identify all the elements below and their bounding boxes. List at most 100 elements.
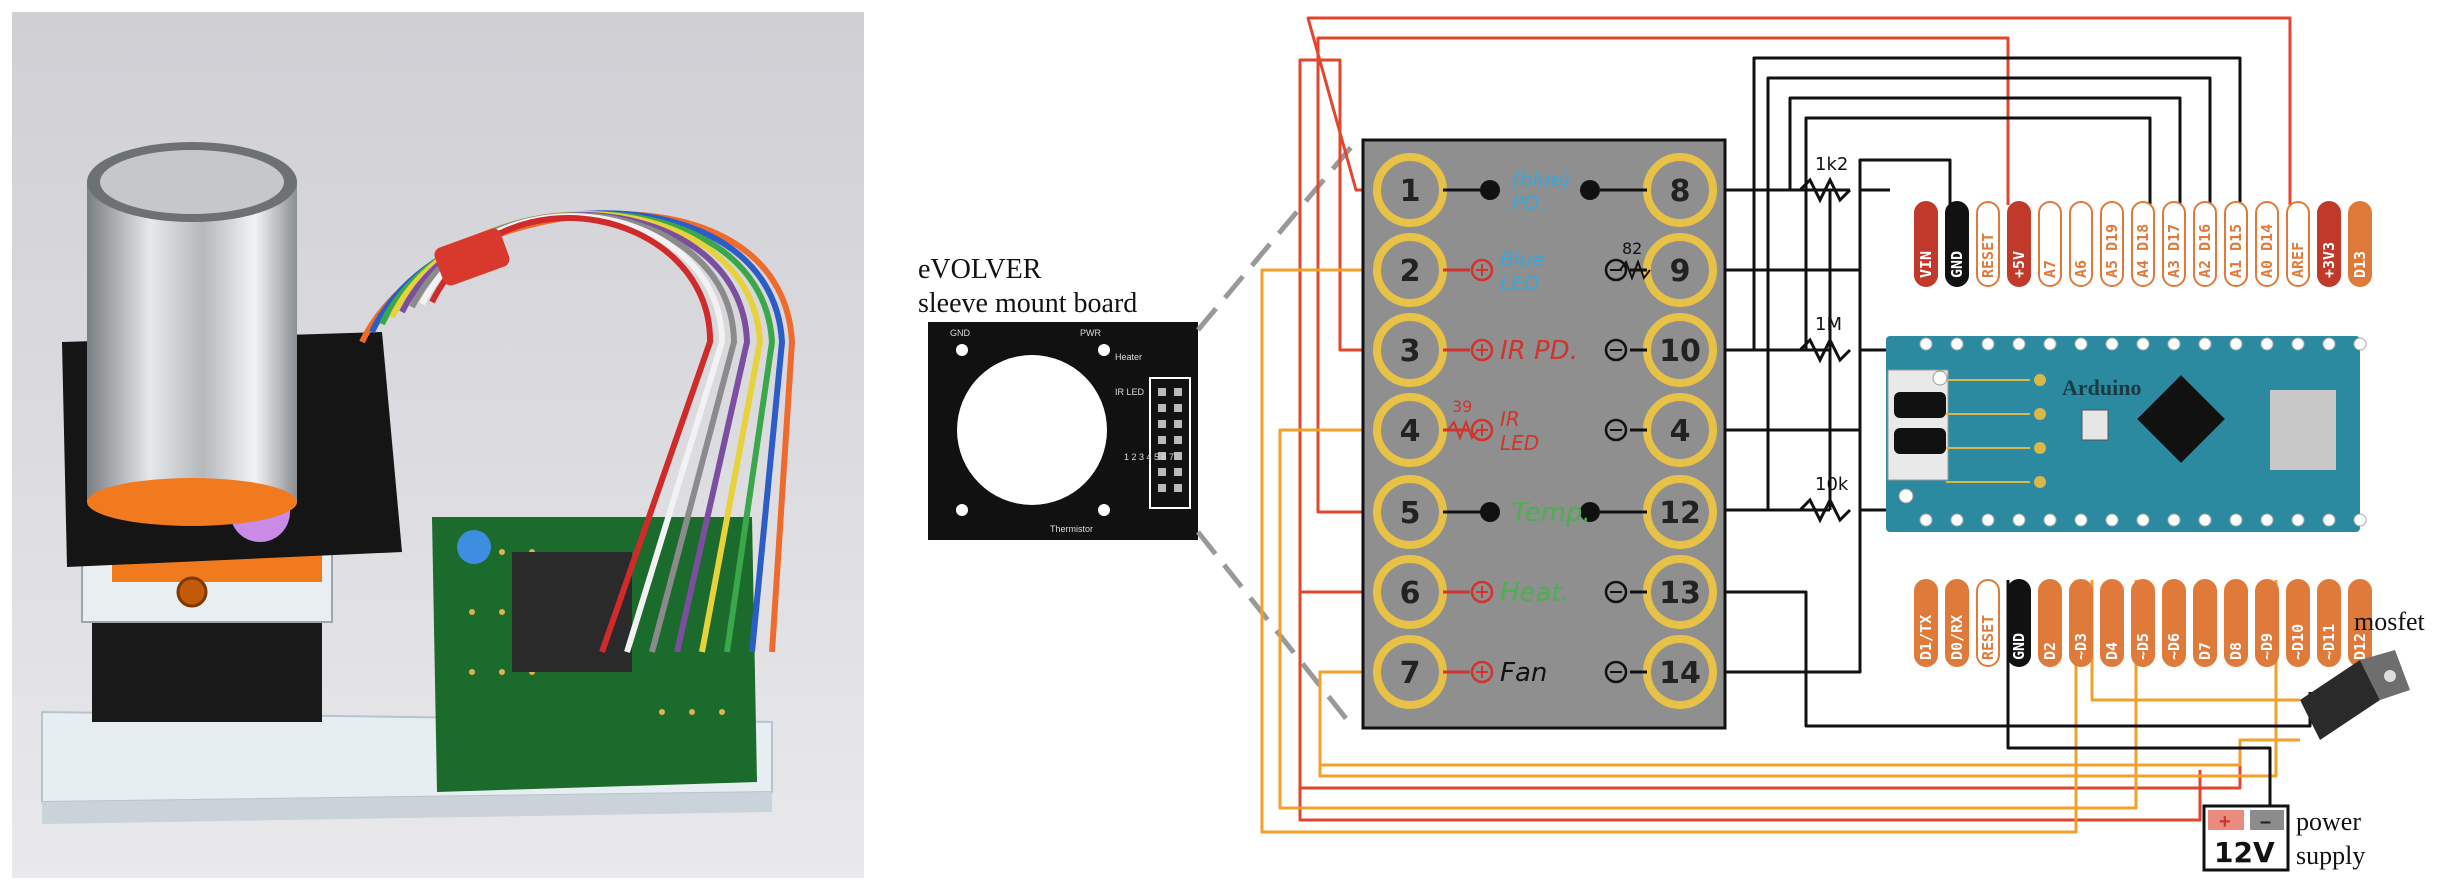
connector-pin-9-right: 9: [1643, 233, 1717, 307]
connector-pin-label: 4: [1670, 414, 1691, 449]
arduino-pin-label: GND: [2010, 633, 2028, 660]
connector-pin-2-left: 2: [1373, 233, 1447, 307]
resistor-10k: [1798, 496, 1852, 524]
arduino-pin-label: VIN: [1917, 251, 1935, 278]
resistor-label-82: 82: [1622, 239, 1642, 258]
connector-label: IR PD.: [1500, 336, 1578, 366]
connector-pin-label: 5: [1400, 496, 1421, 531]
arduino-pin-label: +3V3: [2320, 242, 2338, 278]
arduino-bottom-pin-d2: D2: [2038, 513, 2062, 667]
arduino-top-pin-a1-d15: A1 D15: [2224, 201, 2248, 351]
arduino-top-pin-gnd: GND: [1945, 201, 1969, 351]
connector-row-5: Temp.: [1443, 498, 1647, 528]
arduino-top-pin-a4-d18: A4 D18: [2131, 201, 2155, 351]
arduino-name: Arduino: [2062, 375, 2141, 400]
connector-pin-label: 4: [1400, 414, 1421, 449]
arduino-pin-label: RESET: [1979, 615, 1997, 660]
arduino-pin-label: A5 D19: [2103, 224, 2121, 278]
sleeve-silk-gnd: GND: [950, 328, 971, 338]
connector-row-6: Heat.: [1443, 578, 1647, 608]
connector-pin-12-right: 12: [1643, 475, 1717, 549]
arduino-pin-label: D2: [2041, 642, 2059, 660]
arduino-top-pin-a7: A7: [2038, 201, 2062, 351]
arduino-top-pin--3v3: +3V3: [2317, 201, 2341, 351]
connector-label: Heat.: [1500, 578, 1570, 608]
connector-pin-4-left: 4: [1373, 393, 1447, 467]
arduino-pin-label: ~D11: [2320, 624, 2338, 660]
power-supply-label-line1: power: [2296, 807, 2361, 836]
arduino-pin-label: D0/RX: [1948, 615, 1966, 660]
sleeve-silk-pinnums: 1 2 3 4 5 6 7: [1124, 452, 1174, 462]
connector-pin-8-right: 8: [1643, 153, 1717, 227]
connector-label-line1: Blue: [1500, 247, 1544, 271]
arduino-bottom-header: D1/TX D0/RX RESET GND D2 ~D3 D4 ~D5 ~D6 D7 D8 ~D9 ~D…: [1914, 513, 2372, 667]
sleeve-board-title-line1: eVOLVER: [918, 254, 1042, 285]
arduino-pin-label: ~D6: [2165, 633, 2183, 660]
resistor-label-1k2: 1k2: [1815, 154, 1848, 175]
arduino-bottom-pin-d4: D4: [2100, 513, 2124, 667]
connector-row-3: IR PD.: [1443, 336, 1647, 366]
sleeve-silk-heater: Heater: [1115, 352, 1142, 362]
connector-pin-label: 3: [1400, 334, 1421, 369]
arduino-pin-label: ~D3: [2072, 633, 2090, 660]
connector-label-line2: LED: [1500, 271, 1539, 295]
arduino-pin-label: +5V: [2010, 251, 2028, 278]
arduino-bottom-pin-d0-rx: D0/RX: [1945, 513, 1969, 667]
mosfet-icon: [2300, 650, 2410, 740]
connector-pin-label: 8: [1670, 174, 1691, 209]
arduino-pin-label: D8: [2227, 642, 2245, 660]
arduino-top-pin--5v: +5V: [2007, 201, 2031, 351]
arduino-top-pin-reset: RESET: [1976, 201, 2000, 351]
arduino-bottom-pin-gnd: GND: [2007, 513, 2031, 667]
arduino-top-pin-a3-d17: A3 D17: [2162, 201, 2186, 351]
connector-row-1: (blue)PD.: [1443, 167, 1647, 215]
connector-pin-10-right: 10: [1643, 313, 1717, 387]
arduino-pin-label: D1/TX: [1917, 615, 1935, 660]
resistor-1m: [1798, 336, 1852, 364]
connector-pin-label: 10: [1659, 334, 1701, 369]
power-supply-plus: +: [2219, 811, 2231, 833]
breadboard-photo: [12, 12, 864, 878]
connector-pin-label: 9: [1670, 254, 1691, 289]
resistor-label-39: 39: [1452, 397, 1472, 416]
sleeve-silk-irled: IR LED: [1115, 387, 1145, 397]
arduino-pin-label: AREF: [2289, 242, 2307, 278]
connector-pin-14-right: 14: [1643, 635, 1717, 709]
arduino-pin-label: ~D9: [2258, 633, 2276, 660]
connector-label-line2: PD.: [1512, 191, 1546, 215]
arduino-bottom-pin-d7: D7: [2193, 513, 2217, 667]
arduino-pin-label: A2 D16: [2196, 224, 2214, 278]
arduino-top-pin-vin: VIN: [1914, 201, 1938, 351]
connector-pin-3-left: 3: [1373, 313, 1447, 387]
arduino-top-pin-a2-d16: A2 D16: [2193, 201, 2217, 351]
arduino-pin-label: GND: [1948, 251, 1966, 278]
arduino-bottom-pin--d6: ~D6: [2162, 513, 2186, 667]
arduino-pin-label: A3 D17: [2165, 224, 2183, 278]
arduino-nano: Arduino: [1886, 336, 2360, 532]
arduino-pin-label: D7: [2196, 642, 2214, 660]
arduino-bottom-pin-d1-tx: D1/TX: [1914, 513, 1938, 667]
connector-pin-7-left: 7: [1373, 635, 1447, 709]
resistor-label-1m: 1M: [1815, 314, 1842, 335]
arduino-pin-label: A6: [2072, 260, 2090, 278]
connector-label-line2: LED: [1500, 431, 1539, 455]
arduino-pin-label: ~D5: [2134, 633, 2152, 660]
connector-pin-label: 6: [1400, 576, 1421, 611]
connector-pin-label: 2: [1400, 254, 1421, 289]
connector-pin-13-right: 13: [1643, 555, 1717, 629]
sleeve-silk-pwr: PWR: [1080, 328, 1101, 338]
connector-label: Temp.: [1512, 498, 1591, 528]
power-supply-label-line2: supply: [2296, 841, 2365, 870]
connector-row-7: Fan: [1443, 658, 1647, 688]
arduino-pin-label: D4: [2103, 642, 2121, 660]
arduino-pin-label: RESET: [1979, 233, 1997, 278]
arduino-top-pin-aref: AREF: [2286, 201, 2310, 351]
sleeve-mount-board: PWR GND IR LED Heater Thermistor 1 2 3 4…: [928, 322, 1198, 540]
connector-pin-label: 12: [1659, 496, 1701, 531]
arduino-pin-label: D13: [2351, 251, 2369, 278]
arduino-bottom-pin--d3: ~D3: [2069, 513, 2093, 667]
